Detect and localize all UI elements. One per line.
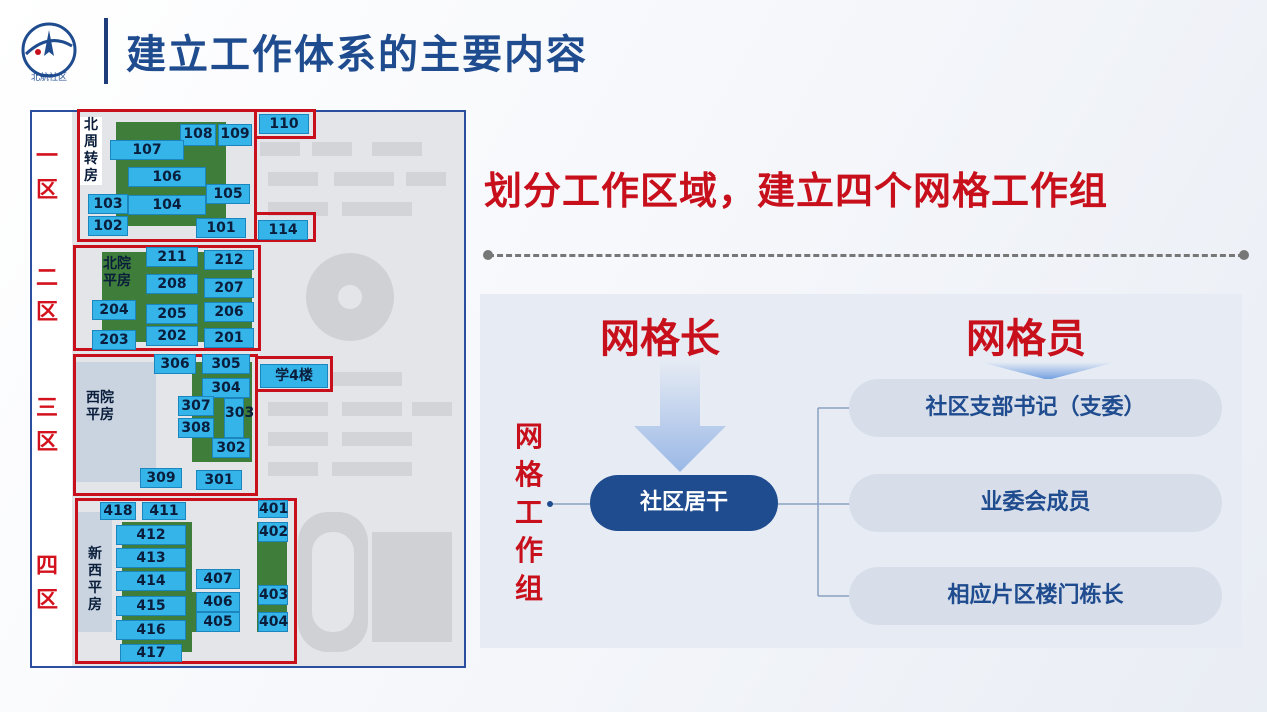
building-417: 417 <box>120 644 182 662</box>
building-102: 102 <box>88 216 128 236</box>
zone-2-frame <box>73 245 261 351</box>
building-304: 304 <box>202 378 250 398</box>
zone-3-frame-xue4 <box>255 356 333 392</box>
grid-work-group-label: 网 格 工 作 组 <box>514 420 543 605</box>
building-205: 205 <box>146 304 198 324</box>
grid-leader-title: 网格长 <box>600 316 720 362</box>
building-212: 212 <box>204 250 254 270</box>
zone-2-label: 二 区 <box>35 266 58 325</box>
building-108: 108 <box>180 124 216 146</box>
divider-left-dot <box>483 250 493 260</box>
building-211: 211 <box>146 247 198 267</box>
building-203: 203 <box>92 330 136 350</box>
logo-text: 北航社区 <box>31 71 67 83</box>
zone-4-frame <box>75 498 297 664</box>
building-107: 107 <box>110 140 184 160</box>
building-412: 412 <box>116 525 186 545</box>
building-407: 407 <box>196 569 240 589</box>
building-105: 105 <box>206 184 250 204</box>
member-party-secretary: 社区支部书记（支委） <box>849 379 1222 437</box>
beizhou-area-label: 北 周 转 房 <box>80 117 102 185</box>
page-title: 建立工作体系的主要内容 <box>126 32 588 78</box>
building-416: 416 <box>116 620 186 640</box>
building-301: 301 <box>196 470 242 490</box>
building-418: 418 <box>100 502 136 520</box>
building-207: 207 <box>204 278 254 298</box>
beiyuan-area-label: 北院 平房 <box>103 256 131 289</box>
building-308: 308 <box>178 418 214 438</box>
building-103: 103 <box>88 194 128 214</box>
zone-1-frame-top <box>254 109 316 139</box>
building-413: 413 <box>116 548 186 568</box>
member-building-heads: 相应片区楼门栋长 <box>849 567 1222 625</box>
building-110: 110 <box>259 114 309 134</box>
building-406: 406 <box>196 592 240 612</box>
building-114: 114 <box>258 220 308 240</box>
building-202: 202 <box>146 326 198 346</box>
zone-1-label: 一 区 <box>35 144 58 203</box>
building-302: 302 <box>212 438 250 458</box>
zone-3-label: 三 区 <box>35 396 58 455</box>
building-402: 402 <box>258 522 289 542</box>
member-owners-committee: 业委会成员 <box>849 474 1222 532</box>
building-303: 303 <box>224 398 254 438</box>
title-divider-bar <box>104 18 108 84</box>
building-xue4: 学4楼 <box>260 364 328 388</box>
building-206: 206 <box>204 302 254 322</box>
building-104: 104 <box>128 195 206 215</box>
building-411: 411 <box>142 502 186 520</box>
building-109: 109 <box>218 124 252 146</box>
building-414: 414 <box>116 571 186 591</box>
building-106: 106 <box>128 167 206 187</box>
section-subtitle: 划分工作区域，建立四个网格工作组 <box>484 169 1109 213</box>
xinxi-area-label: 新 西 平 房 <box>88 546 102 613</box>
building-204: 204 <box>92 300 136 320</box>
building-309: 309 <box>140 468 182 488</box>
grid-member-title: 网格员 <box>966 316 1086 362</box>
building-305: 305 <box>202 354 250 374</box>
divider-right-dot <box>1239 250 1249 260</box>
building-405: 405 <box>196 612 240 632</box>
building-403: 403 <box>258 585 289 605</box>
community-logo: 北航社区 <box>14 22 84 84</box>
zone-1-frame-bottom <box>254 212 316 242</box>
building-201: 201 <box>204 328 254 348</box>
leader-down-arrow <box>634 358 726 472</box>
member-down-arrow <box>980 362 1116 380</box>
dashed-divider <box>488 254 1244 257</box>
building-404: 404 <box>258 612 289 632</box>
zone-1-frame <box>77 109 257 242</box>
building-307: 307 <box>178 396 214 416</box>
building-306: 306 <box>154 354 196 374</box>
building-208: 208 <box>146 274 198 294</box>
building-101: 101 <box>196 218 246 238</box>
community-cadre-pill: 社区居干 <box>590 475 778 531</box>
xiyuan-area-label: 西院 平房 <box>86 390 114 423</box>
zone-4-label: 四 区 <box>35 554 58 613</box>
building-415: 415 <box>116 596 186 616</box>
building-401: 401 <box>258 500 289 518</box>
